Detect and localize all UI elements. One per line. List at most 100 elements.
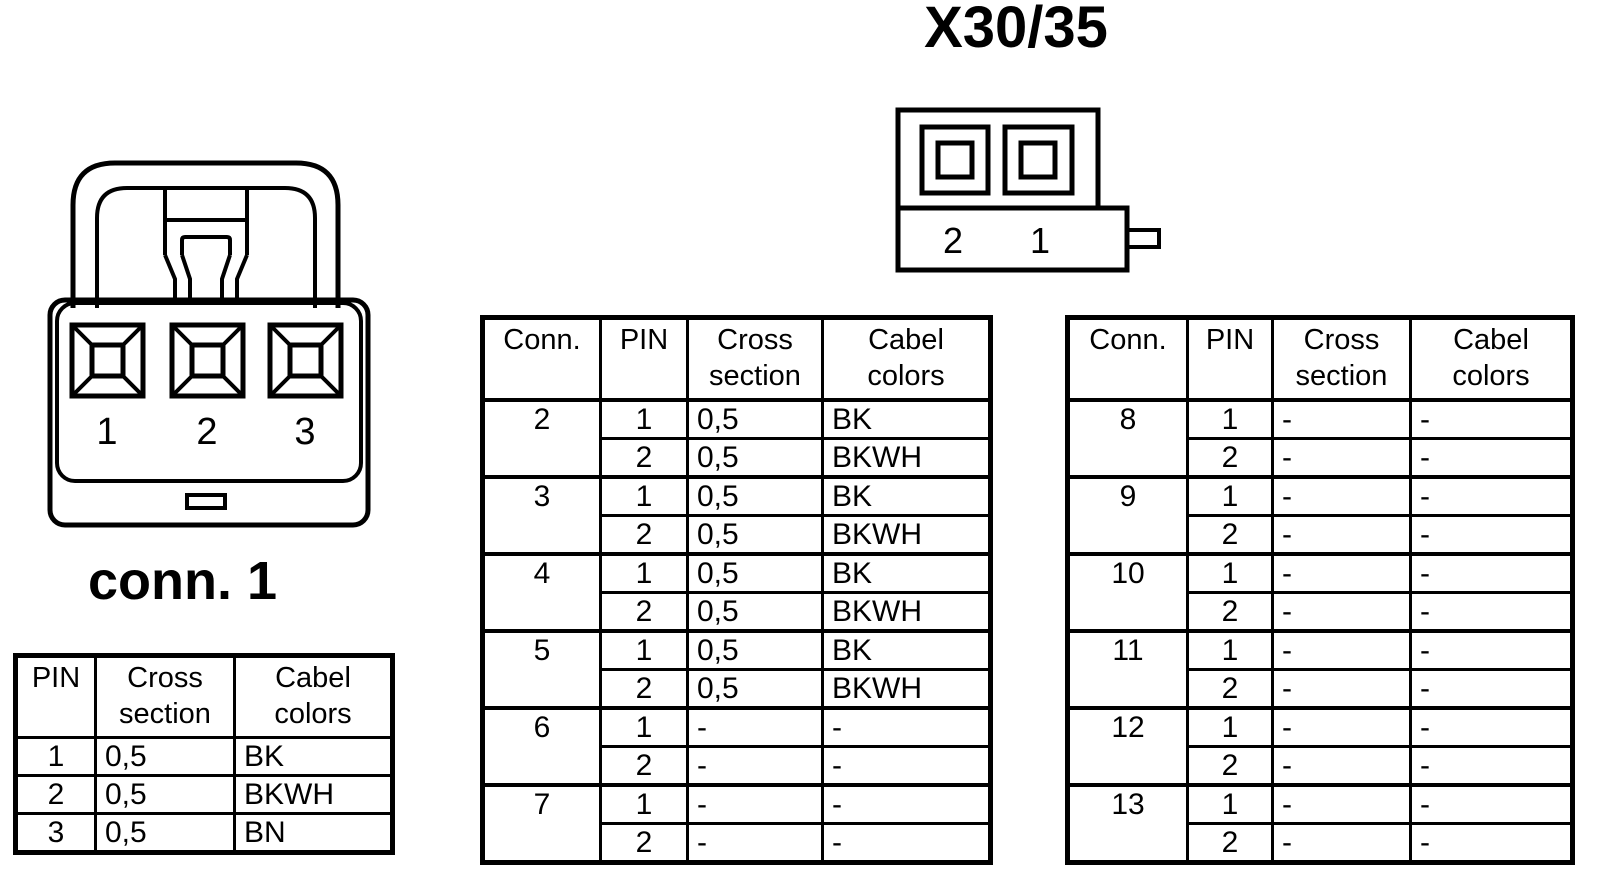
conn1-pin1-label: 1 <box>96 411 117 453</box>
pin-header: PIN <box>14 654 97 739</box>
x30-housing-bottom <box>895 205 1130 273</box>
cable-color-cell: BKWH <box>233 774 394 815</box>
connector-x30-title: X30/35 <box>924 0 1108 60</box>
pin-row: 2-- <box>1068 668 1574 710</box>
conn1-pin3-socket <box>267 322 344 399</box>
conn-cell: 12 <box>1066 706 1189 787</box>
cable-color-cell: BK <box>821 398 992 440</box>
cable-color-cell: BK <box>821 629 992 671</box>
pin-cell: 1 <box>599 398 689 440</box>
cable-color-cell: - <box>1409 552 1574 594</box>
conn-header: Conn. <box>1066 316 1189 402</box>
cable-colors-header: Cabel colors <box>821 316 992 402</box>
cross-section-cell: 0,5 <box>686 398 824 440</box>
pin-cell: 1 <box>1186 783 1274 825</box>
conn-cell: 3 <box>481 475 602 556</box>
conn-cell: 9 <box>1066 475 1189 556</box>
cable-color-cell: - <box>1409 437 1574 479</box>
conn-cell: 6 <box>481 706 602 787</box>
cable-color-cell: - <box>821 783 992 825</box>
pin-header: PIN <box>1186 316 1274 402</box>
cross-section-cell: - <box>1271 668 1412 710</box>
pin-row: 2-- <box>1068 822 1574 864</box>
cross-section-cell: 0,5 <box>686 552 824 594</box>
pin-cell: 3 <box>14 812 97 854</box>
cross-section-cell: 0,5 <box>686 629 824 671</box>
cross-section-cell: - <box>1271 591 1412 633</box>
cross-section-header: Cross section <box>94 654 236 739</box>
cross-section-cell: - <box>1271 475 1412 517</box>
pin-row: 2-- <box>1068 514 1574 556</box>
cross-section-cell: - <box>1271 437 1412 479</box>
cross-section-cell: - <box>686 706 824 748</box>
conn1-latch-inner <box>95 186 317 308</box>
conn1-latch-outer <box>70 160 341 308</box>
conn1-lock-neck <box>163 254 249 304</box>
pin-cell: 2 <box>599 591 689 633</box>
pin-cell: 1 <box>1186 629 1274 671</box>
pin-cell: 1 <box>1186 552 1274 594</box>
cable-colors-header: Cabel colors <box>233 654 394 739</box>
conn-cell: 5 <box>481 629 602 710</box>
conn-cell: 11 <box>1066 629 1189 710</box>
cross-section-cell: - <box>1271 783 1412 825</box>
cross-section-cell: - <box>1271 745 1412 787</box>
cable-color-cell: - <box>1409 822 1574 864</box>
cross-section-cell: 0,5 <box>686 475 824 517</box>
pin-cell: 2 <box>599 437 689 479</box>
pin-cell: 2 <box>1186 668 1274 710</box>
pin-row: 2-- <box>1068 437 1574 479</box>
header-row: PIN Cross section Cabel colors <box>14 654 394 739</box>
conn-cell: 8 <box>1066 398 1189 479</box>
x30-pin2-socket-inner <box>935 140 975 180</box>
cross-section-cell: 0,5 <box>686 514 824 556</box>
cross-section-cell: 0,5 <box>94 812 236 854</box>
cross-section-cell: - <box>1271 552 1412 594</box>
pin-cell: 2 <box>1186 822 1274 864</box>
pin-cell: 1 <box>14 736 97 777</box>
conn1-pin3-label: 3 <box>294 411 315 453</box>
cable-color-cell: BKWH <box>821 514 992 556</box>
cable-color-cell: BN <box>233 812 394 854</box>
cross-section-cell: - <box>1271 706 1412 748</box>
cable-color-cell: - <box>1409 398 1574 440</box>
header-row: Conn. PIN Cross section Cabel colors <box>1066 316 1574 402</box>
conn1-lock-tab <box>163 189 249 255</box>
cable-color-cell: - <box>1409 514 1574 556</box>
conn1-connector-drawing: 1 2 3 <box>47 160 371 528</box>
cross-section-cell: - <box>1271 822 1412 864</box>
conn1-body-outer <box>47 297 371 528</box>
pin-cell: 1 <box>599 629 689 671</box>
pin-cell: 2 <box>599 514 689 556</box>
x30-pin1-socket-outer <box>1002 124 1075 196</box>
cable-color-cell: - <box>821 822 992 864</box>
conn1-pin2-socket <box>169 322 246 399</box>
conn1-caption: conn. 1 <box>88 551 278 611</box>
cable-color-cell: - <box>1409 629 1574 671</box>
cable-color-cell: BKWH <box>821 437 992 479</box>
cross-section-cell: - <box>1271 514 1412 556</box>
header-row: Conn. PIN Cross section Cabel colors <box>481 316 992 402</box>
x30-pin1-socket-inner <box>1018 140 1058 180</box>
pin-row: 2-- <box>1068 745 1574 787</box>
conn-cell: 4 <box>481 552 602 633</box>
cross-section-cell: - <box>1271 629 1412 671</box>
conn1-body-inner <box>55 301 363 483</box>
pin-cell: 1 <box>1186 475 1274 517</box>
cross-section-cell: 0,5 <box>94 774 236 815</box>
cable-color-cell: - <box>1409 668 1574 710</box>
pin-cell: 2 <box>1186 591 1274 633</box>
pin-row: 2-- <box>1068 591 1574 633</box>
